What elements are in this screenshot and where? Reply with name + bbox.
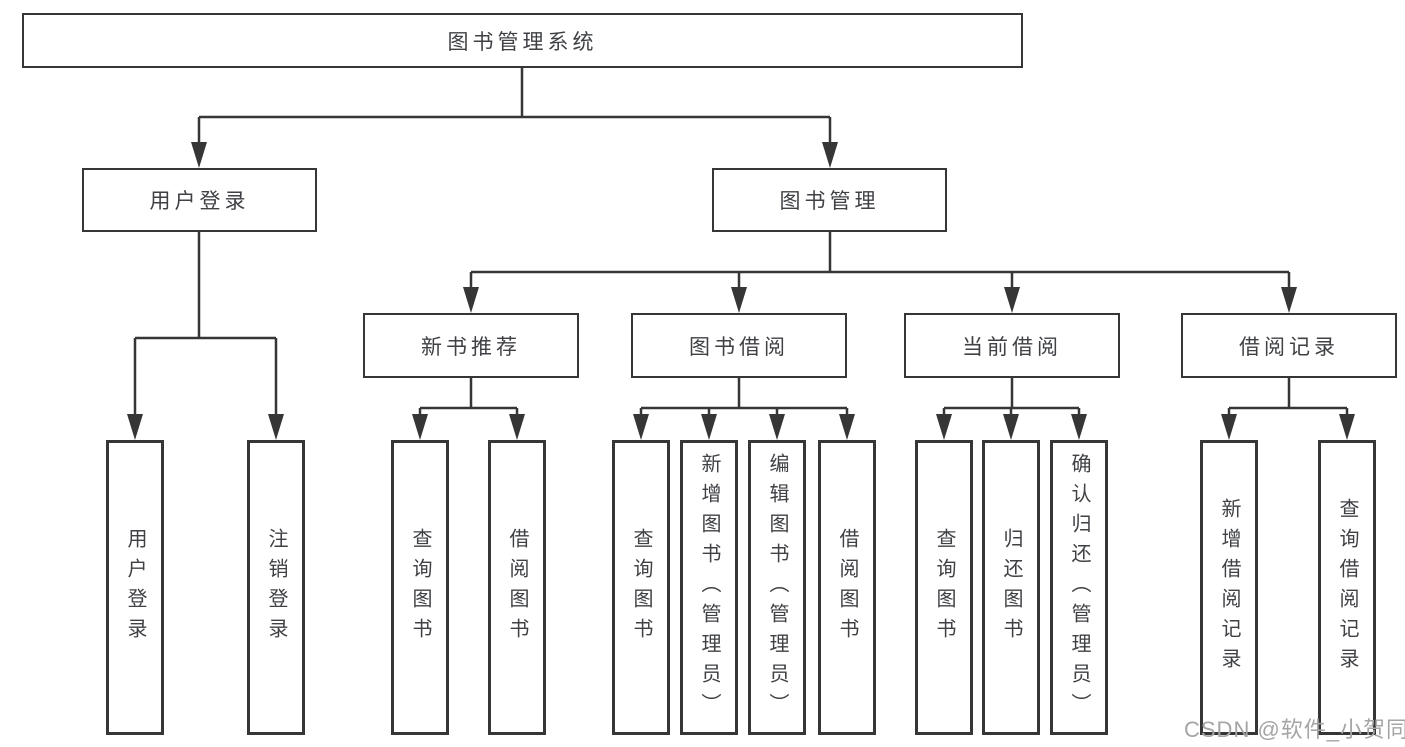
connector-newrec-to-leaves bbox=[418, 378, 519, 418]
node-book-borrow: 图书借阅 bbox=[631, 313, 847, 378]
arrowhead-icon bbox=[268, 414, 284, 440]
node-current-borrow: 当前借阅 bbox=[904, 313, 1120, 378]
connector-bookborrow-to-leaves bbox=[639, 378, 849, 418]
arrowhead-icon bbox=[509, 414, 525, 440]
leaf-current-return-books: 归还图书 bbox=[982, 440, 1040, 735]
arrowhead-icon bbox=[412, 414, 428, 440]
leaf-borrow-borrow-books: 借阅图书 bbox=[818, 440, 876, 735]
connector-bookmgmt-to-level3 bbox=[469, 232, 1291, 290]
node-new-book-recommend: 新书推荐 bbox=[363, 313, 579, 378]
connector-records-to-leaves bbox=[1227, 378, 1349, 418]
node-book-management: 图书管理 bbox=[712, 168, 947, 232]
arrowhead-icon bbox=[127, 414, 143, 440]
arrowhead-icon bbox=[701, 414, 717, 440]
arrowhead-icon bbox=[1071, 414, 1087, 440]
arrowhead-icon bbox=[839, 414, 855, 440]
arrowhead-icon bbox=[1339, 414, 1355, 440]
node-user-login: 用户登录 bbox=[82, 168, 317, 232]
leaf-records-add-record: 新增借阅记录 bbox=[1200, 440, 1258, 735]
arrowhead-icon bbox=[191, 142, 207, 168]
arrowhead-icon bbox=[769, 414, 785, 440]
leaf-current-confirm-return-admin: 确认归还（管理员） bbox=[1050, 440, 1108, 735]
leaf-newrec-query-books: 查询图书 bbox=[391, 440, 449, 735]
leaf-records-query-record: 查询借阅记录 bbox=[1318, 440, 1376, 735]
connector-currentborrow-to-leaves bbox=[942, 378, 1081, 418]
watermark-text: CSDN @软件_小贺同学 bbox=[1184, 717, 1405, 742]
arrowhead-icon bbox=[822, 142, 838, 168]
arrowhead-icon bbox=[1003, 414, 1019, 440]
arrowhead-icon bbox=[936, 414, 952, 440]
arrowhead-icon bbox=[1004, 287, 1020, 313]
leaf-logout-login: 注销登录 bbox=[247, 440, 305, 735]
arrowhead-icon bbox=[1221, 414, 1237, 440]
arrowhead-icon bbox=[1281, 287, 1297, 313]
arrowhead-icon bbox=[463, 287, 479, 313]
node-library-system: 图书管理系统 bbox=[22, 13, 1023, 68]
leaf-newrec-borrow-books: 借阅图书 bbox=[488, 440, 546, 735]
connector-userlogin-to-leaves bbox=[133, 232, 278, 416]
leaf-user-login: 用户登录 bbox=[106, 440, 164, 735]
connector-root-to-level2 bbox=[197, 68, 832, 144]
node-borrow-records: 借阅记录 bbox=[1181, 313, 1397, 378]
leaf-borrow-query-books: 查询图书 bbox=[612, 440, 670, 735]
leaf-borrow-add-books-admin: 新增图书（管理员） bbox=[680, 440, 738, 735]
leaf-current-query-books: 查询图书 bbox=[915, 440, 973, 735]
leaf-borrow-edit-books-admin: 编辑图书（管理员） bbox=[748, 440, 806, 735]
arrowhead-icon bbox=[633, 414, 649, 440]
arrowhead-icon bbox=[731, 287, 747, 313]
